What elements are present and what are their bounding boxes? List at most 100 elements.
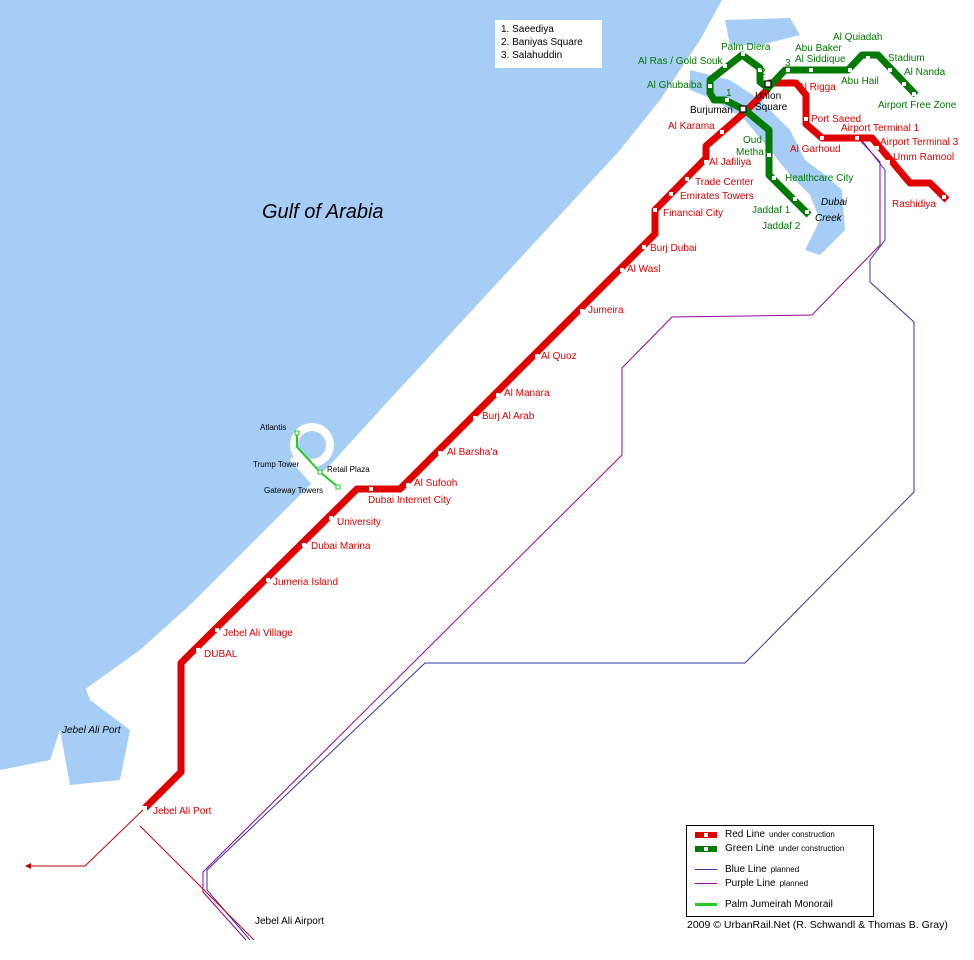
station-label[interactable]: Al Quoz: [541, 351, 577, 362]
station-label[interactable]: Airport Terminal 3: [880, 137, 959, 148]
station-label[interactable]: Metha: [736, 147, 764, 158]
station-label[interactable]: Al Karama: [668, 121, 715, 132]
legend-status: planned: [770, 865, 800, 874]
station-label[interactable]: Trump Tower: [253, 460, 300, 469]
numbered-stations-box: 1. Saeediya 2. Baniyas Square 3. Salahud…: [495, 20, 602, 68]
monorail-swatch: [695, 903, 717, 906]
station-label[interactable]: Atlantis: [260, 423, 286, 432]
station-label[interactable]: Jumeira: [588, 305, 624, 316]
gulf-water: [0, 0, 722, 770]
legend-monorail: Palm Jumeirah Monorail: [695, 899, 833, 910]
station-label[interactable]: Jebel Ali Village: [223, 628, 293, 639]
station-label[interactable]: Al Barsha'a: [447, 447, 498, 458]
green-station-labels: Al Ras / Gold Souk Palm Diera Al Ghubaib…: [638, 32, 957, 232]
red-line-airport-branch: [139, 825, 255, 941]
numbered-station: 1. Saeediya: [501, 24, 554, 35]
station-label[interactable]: Al Quiadah: [833, 32, 882, 43]
station-label[interactable]: Al Jafiliya: [709, 157, 752, 168]
purple-line-swatch: [695, 883, 717, 884]
station-label[interactable]: Union: [755, 91, 781, 102]
station-label[interactable]: Rashidiya: [892, 199, 936, 210]
station-label[interactable]: Abu Baker: [795, 43, 842, 54]
numbered-station: 3. Salahuddin: [501, 50, 563, 61]
red-line-swatch: [695, 831, 717, 838]
station-label[interactable]: Square: [755, 102, 788, 113]
green-line-swatch: [695, 845, 717, 852]
legend-label: Purple Line: [725, 878, 776, 889]
palm-lagoon: [298, 431, 326, 459]
red-station-labels: Jebel Ali Port DUBAL Jebel Ali Village J…: [153, 82, 959, 817]
creek-label: Creek: [815, 213, 843, 224]
station-label[interactable]: Dubai Internet City: [368, 495, 451, 506]
station-label[interactable]: Jaddaf 1: [752, 205, 791, 216]
airport-label: Jebel Ali Airport: [255, 916, 324, 927]
dubai-creek: [690, 70, 845, 255]
station-label[interactable]: Palm Diera: [721, 42, 771, 53]
arrow-icon: [25, 863, 31, 869]
station-label[interactable]: Al Siddique: [795, 54, 846, 65]
red-line-extension: [27, 807, 146, 867]
station-label[interactable]: University: [337, 517, 381, 528]
station-label[interactable]: Burj Al Arab: [482, 411, 535, 422]
legend-status: under construction: [778, 844, 845, 853]
monorail-stations: [294, 430, 341, 490]
station-label[interactable]: DUBAL: [204, 649, 238, 660]
station-label[interactable]: Dubai Marina: [311, 541, 371, 552]
station-label[interactable]: Airport Terminal 1: [841, 123, 920, 134]
purple-line: [202, 137, 881, 941]
station-label[interactable]: Healthcare City: [785, 173, 853, 184]
creek-inlet: [725, 18, 800, 45]
station-label[interactable]: Abu Hail: [841, 76, 879, 87]
station-label[interactable]: Jumeria Island: [273, 577, 338, 588]
legend-status: planned: [779, 879, 809, 888]
legend-status: under construction: [769, 830, 835, 839]
legend-label: Palm Jumeirah Monorail: [725, 899, 833, 910]
number-marker: 3: [785, 58, 791, 69]
station-label[interactable]: Al Wasl: [627, 264, 661, 275]
blue-line-swatch: [695, 869, 717, 870]
interchange-markers: [739, 80, 772, 113]
station-label[interactable]: Burj Dubai: [650, 243, 697, 254]
station-markers: [143, 52, 946, 810]
legend-label: Green Line: [725, 843, 775, 854]
gulf-label: Gulf of Arabia: [262, 201, 384, 223]
legend-label: Red Line: [725, 829, 766, 840]
palm-monorail: [296, 433, 339, 488]
station-label[interactable]: Jaddaf 2: [762, 221, 801, 232]
station-label[interactable]: Al Ras / Gold Souk: [638, 56, 723, 67]
station-label[interactable]: Al Garhoud: [790, 144, 841, 155]
palm-trunk: [290, 450, 345, 505]
station-label[interactable]: Oud: [743, 135, 762, 146]
number-marker: 1: [726, 88, 732, 99]
station-label[interactable]: Trade Center: [695, 177, 754, 188]
station-label[interactable]: Port Saeed: [811, 114, 861, 125]
creek-label: Dubai: [821, 197, 848, 208]
station-label[interactable]: Al Manara: [504, 388, 550, 399]
station-label[interactable]: Umm Ramool: [893, 152, 954, 163]
legend-label: Blue Line: [725, 864, 767, 875]
number-marker: 2: [760, 67, 766, 78]
interchange-labels: Burjuman Union Square: [690, 91, 788, 116]
station-label[interactable]: Jebel Ali Port: [153, 806, 212, 817]
station-label[interactable]: Stadium: [888, 53, 925, 64]
numbered-station: 2. Baniyas Square: [501, 37, 583, 48]
station-label[interactable]: Al Sufooh: [414, 478, 457, 489]
credit: 2009 © UrbanRail.Net (R. Schwandl & Thom…: [687, 919, 948, 931]
station-label[interactable]: Retail Plaza: [327, 465, 370, 474]
station-label[interactable]: Burjuman: [690, 105, 733, 116]
station-label[interactable]: Al Nanda: [904, 67, 946, 78]
blue-line: [206, 137, 915, 941]
station-label[interactable]: Gateway Towers: [264, 486, 323, 495]
station-label[interactable]: Al Ghubaiba: [647, 80, 702, 91]
port-basin: [45, 660, 130, 785]
station-label[interactable]: Al Rigga: [798, 82, 836, 93]
station-label[interactable]: Financial City: [663, 208, 723, 219]
station-label[interactable]: Emirates Towers: [680, 191, 754, 202]
station-label[interactable]: Airport Free Zone: [878, 100, 957, 111]
